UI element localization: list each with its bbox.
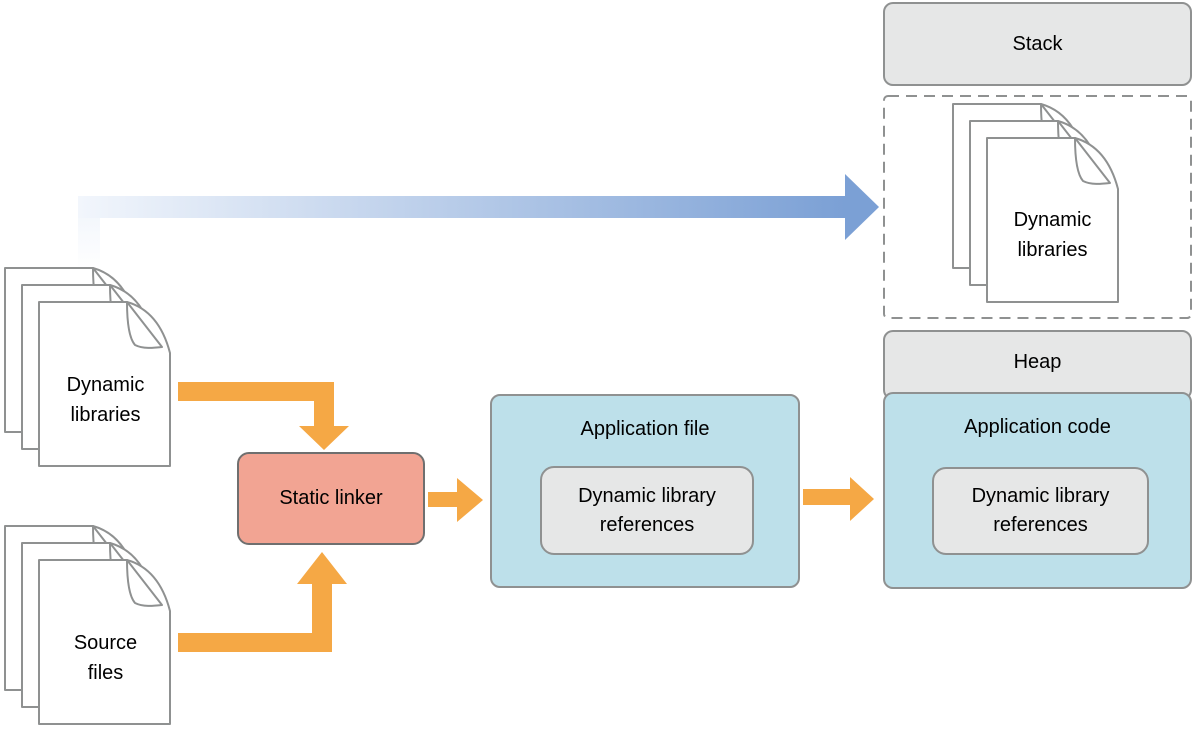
application-code-references-label: Dynamic library references bbox=[971, 485, 1110, 536]
application-code-references-box: Dynamic library references bbox=[932, 467, 1149, 555]
static-linker-label: Static linker bbox=[279, 487, 383, 509]
application-file-box: Application file Dynamic library referen… bbox=[490, 394, 800, 588]
source-files-icon bbox=[4, 525, 171, 725]
application-file-references-label: Dynamic library references bbox=[578, 484, 716, 536]
application-code-title: Application code bbox=[964, 416, 1111, 438]
stack-box: Stack bbox=[883, 2, 1192, 86]
application-code-box: Application code Dynamic library referen… bbox=[883, 392, 1192, 589]
arrow-linker-to-application-file-icon bbox=[428, 478, 483, 522]
heap-label: Heap bbox=[1013, 350, 1062, 373]
stack-label: Stack bbox=[1012, 32, 1063, 55]
application-file-references-box: Dynamic library references bbox=[540, 466, 754, 555]
static-linker-box: Static linker bbox=[237, 452, 425, 545]
dynamic-libraries-files-icon bbox=[4, 267, 171, 467]
application-file-title: Application file bbox=[580, 418, 710, 440]
blue-arrow-shaft bbox=[78, 196, 845, 218]
arrow-application-file-to-code-icon bbox=[803, 477, 874, 521]
blue-arrow-head-icon bbox=[845, 174, 879, 240]
heap-box: Heap bbox=[883, 330, 1192, 400]
arrow-dynamic-libraries-to-linker-icon bbox=[178, 382, 349, 450]
arrow-source-files-to-linker-icon bbox=[178, 552, 347, 652]
loaded-dynamic-libraries-files-icon bbox=[952, 103, 1119, 303]
